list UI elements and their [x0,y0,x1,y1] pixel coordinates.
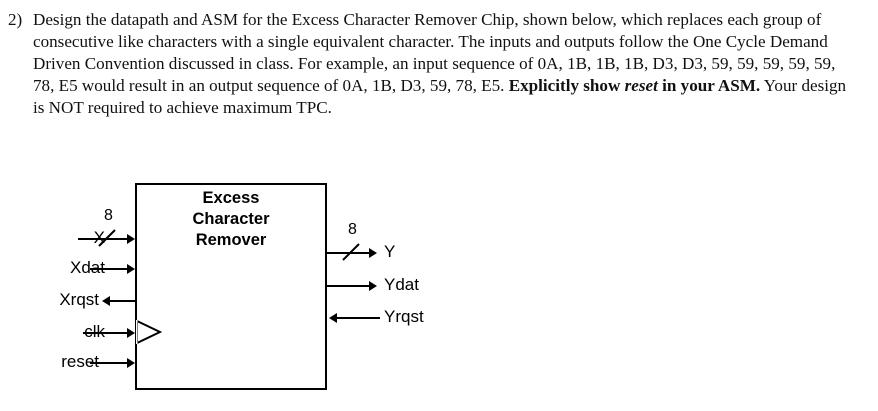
chip-name-line-3: Remover [195,231,267,249]
question-text: Design the datapath and ASM for the Exce… [33,9,853,119]
arrow-clk-icon [127,328,135,338]
arrow-ydat-icon [369,281,377,291]
arrow-xrqst-icon [102,296,110,306]
arrow-reset-icon [127,358,135,368]
wire-yrqst [337,317,380,319]
pin-label-x: X [93,228,105,247]
question-number: 2) [8,10,23,29]
bus-slash-y-icon [342,243,360,261]
pin-label-clk: clk [84,322,105,341]
question-text-part-1: Design the datapath and ASM for the Exce… [33,10,836,95]
bus-width-x: 8 [104,207,113,224]
bus-slash-x-icon [98,229,116,247]
question-block: 2) Design the datapath and ASM for the E… [0,0,878,170]
question-text-part-4-bold: in your ASM. [657,76,761,95]
wire-xrqst [110,300,136,302]
arrow-y-icon [369,248,377,258]
wire-xdat [90,268,127,270]
chip-name-line-2: Character [192,210,270,228]
block-diagram: Excess Character Remover X 8 Xdat Xrqst … [0,165,520,411]
arrow-xdat-icon [127,264,135,274]
pin-label-y: Y [384,242,396,261]
pin-label-ydat: Ydat [384,275,419,294]
question-text-part-3-bold-italic: reset [624,76,658,95]
arrow-yrqst-icon [329,313,337,323]
chip-box [135,183,327,390]
wire-reset [90,362,127,364]
chip-name-label: Excess Character Remover [137,188,325,251]
arrow-x-icon [127,234,135,244]
pin-label-xdat: Xdat [70,258,105,277]
question-text-part-2-bold: Explicitly show [508,76,625,95]
wire-y [327,252,370,254]
wire-clk [83,332,127,334]
chip-name-line-1: Excess [202,189,260,207]
wire-x [78,238,127,240]
wire-ydat [327,285,370,287]
pin-label-reset: reset [61,352,99,371]
pin-label-xrqst: Xrqst [59,290,99,309]
bus-width-y: 8 [348,221,357,238]
question-text-part-5: Your design is NOT required to achieve m… [33,76,847,117]
clock-edge-triangle-icon [136,319,162,345]
pin-label-yrqst: Yrqst [384,307,424,326]
